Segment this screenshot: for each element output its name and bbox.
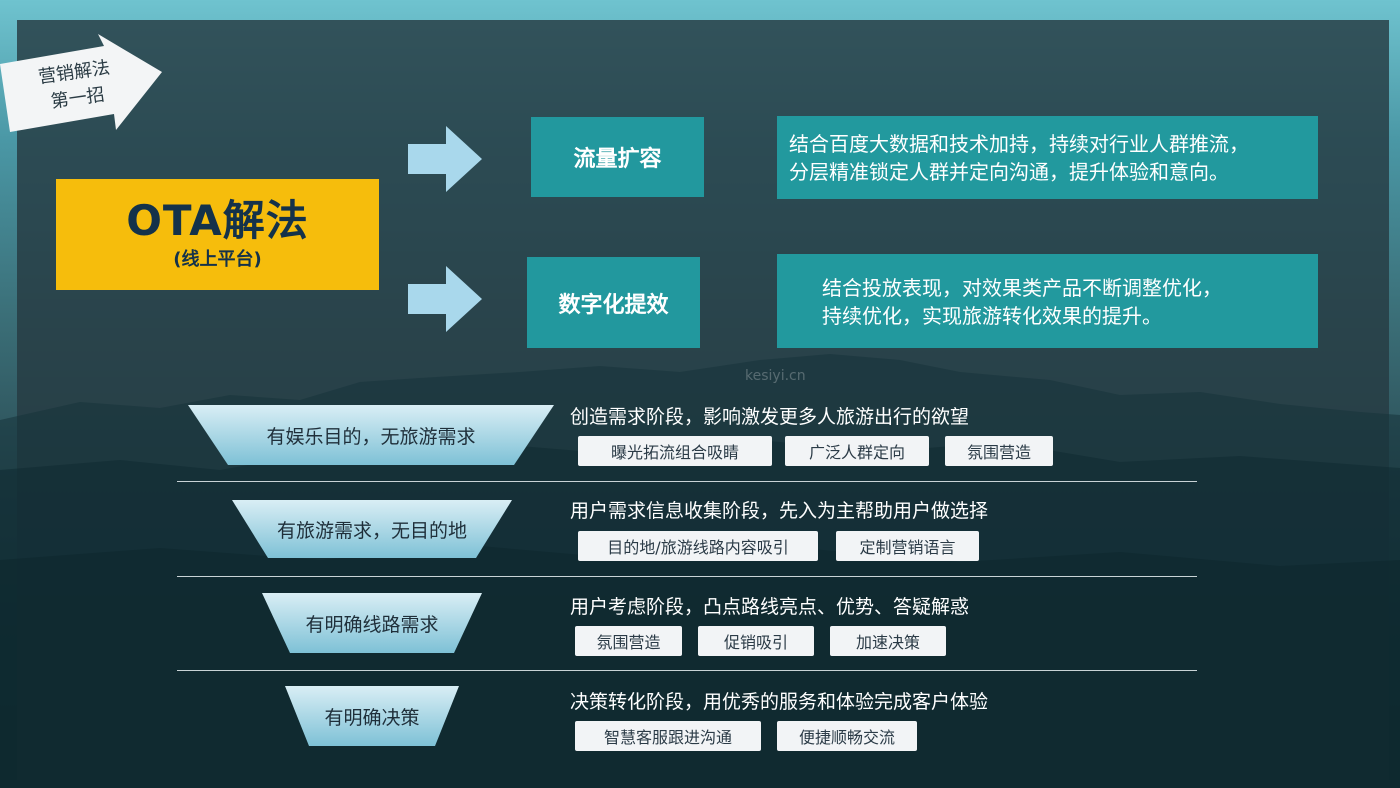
stage-desc: 决策转化阶段，用优秀的服务和体验完成客户体验 [570,691,989,713]
watermark: kesiyi.cn [745,368,806,384]
strategy-desc-digital: 结合投放表现，对效果类产品不断调整优化， 持续优化，实现旅游转化效果的提升。 [777,254,1318,348]
stage-divider [177,576,1197,577]
stage-desc: 创造需求阶段，影响激发更多人旅游出行的欲望 [570,406,970,428]
right-arrow-icon [408,266,482,332]
ota-subtitle: (线上平台) [173,248,262,270]
stage-tag: 氛围营造 [575,626,682,656]
funnel-stage-1: 有娱乐目的，无旅游需求 [188,405,554,465]
strategy-desc-line: 分层精准锁定人群并定向沟通，提升体验和意向。 [789,160,1229,184]
ota-box: OTA解法 (线上平台) [56,179,379,290]
strategy-desc-traffic: 结合百度大数据和技术加持，持续对行业人群推流， 分层精准锁定人群并定向沟通，提升… [777,116,1318,199]
funnel-label: 有明确决策 [324,706,420,729]
strategy-desc-line: 结合百度大数据和技术加持，持续对行业人群推流， [789,132,1249,156]
ota-title: OTA解法 [126,195,309,245]
stage-tag: 便捷顺畅交流 [777,721,917,751]
stage-desc: 用户考虑阶段，凸点路线亮点、优势、答疑解惑 [570,596,970,618]
stage-tag: 促销吸引 [698,626,814,656]
stage-tag: 加速决策 [830,626,946,656]
stage-divider [177,670,1197,671]
right-arrow-icon [408,126,482,192]
strategy-label-traffic: 流量扩容 [531,117,704,197]
strategy-label-digital: 数字化提效 [527,257,700,348]
stage-divider [177,481,1197,482]
funnel-label: 有明确线路需求 [305,613,439,636]
funnel-stage-3: 有明确线路需求 [262,593,482,653]
funnel-stage-2: 有旅游需求，无目的地 [232,500,512,558]
stage-tag: 氛围营造 [945,436,1053,466]
stage-tag: 定制营销语言 [836,531,979,561]
strategy-desc-line: 结合投放表现，对效果类产品不断调整优化， [822,276,1222,300]
stage-tag: 智慧客服跟进沟通 [575,721,761,751]
funnel-stage-4: 有明确决策 [285,686,459,746]
stage-tag: 广泛人群定向 [785,436,929,466]
stage-tag: 目的地/旅游线路内容吸引 [578,531,818,561]
strategy-desc-line: 持续优化，实现旅游转化效果的提升。 [822,304,1162,328]
stage-tag: 曝光拓流组合吸睛 [578,436,772,466]
funnel-label: 有娱乐目的，无旅游需求 [266,425,476,448]
funnel-label: 有旅游需求，无目的地 [276,519,467,542]
step-arrow-badge [0,34,162,132]
stage-desc: 用户需求信息收集阶段，先入为主帮助用户做选择 [570,500,989,522]
